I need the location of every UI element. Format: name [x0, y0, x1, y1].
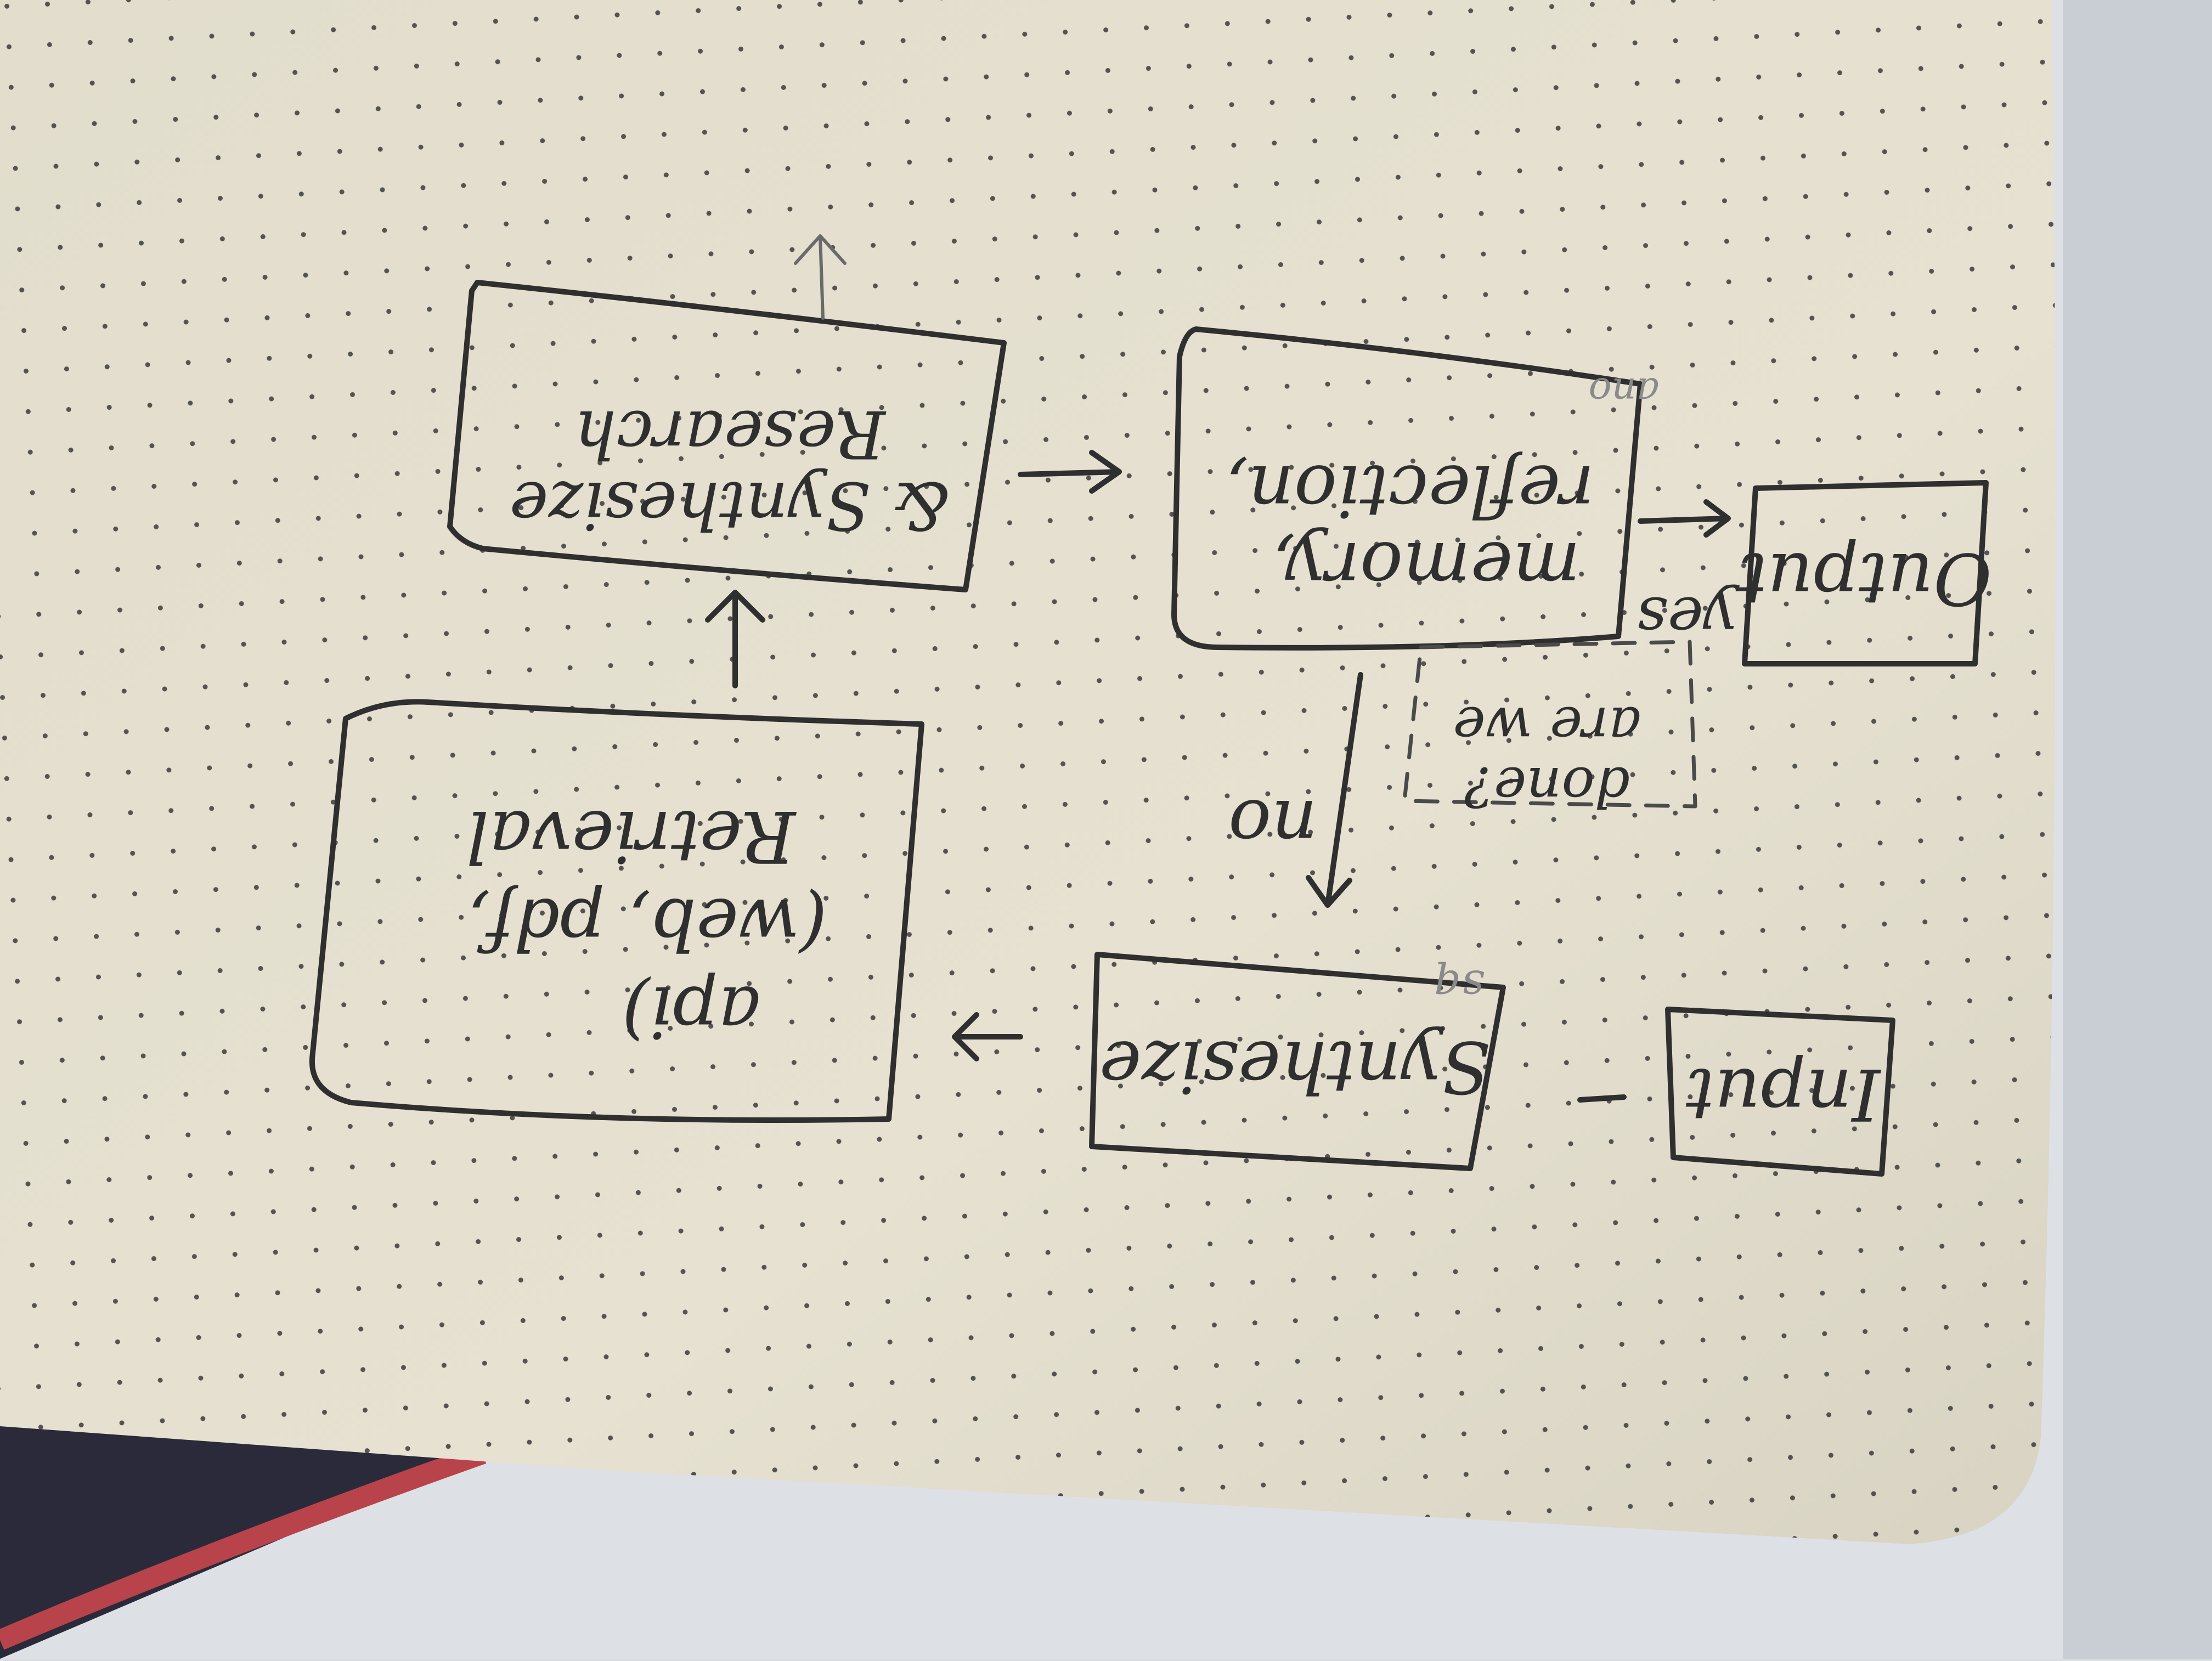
retrieval-box [309, 699, 924, 1123]
research-label-line1: Research [574, 396, 886, 472]
research-up-arrow [794, 234, 847, 320]
reflection-label-line2: memory, [1272, 526, 1580, 609]
retrieval-label-line3: api) [622, 970, 760, 1054]
synthesize-label: Synthesize [1099, 1025, 1491, 1109]
arrow-reflection-to-output [1638, 499, 1731, 538]
mat-red-edge [0, 1444, 487, 1650]
labels: Research & Synthesize reflection, memory… [466, 369, 1992, 1136]
dot-grid [0, 0, 2056, 1544]
output-box [1742, 480, 1989, 666]
research-box [447, 280, 1007, 592]
faint-note-ano: ano [1589, 369, 1660, 414]
research-label-line2: & Synthesize [510, 467, 950, 543]
decision-label-line2: done? [1464, 755, 1630, 819]
reflection-box [1171, 326, 1643, 651]
input-box [1665, 1007, 1895, 1177]
arrow-synthesize-to-retrieval [952, 1012, 1023, 1061]
input-label: Input [1685, 1053, 1881, 1136]
output-label: Output [1738, 537, 1991, 620]
faint-note-sq: sq [1434, 961, 1485, 1012]
synthesize-box [1089, 952, 1506, 1171]
reflection-label-line1: reflection, [1226, 449, 1595, 533]
decision-label-line1: are we [1453, 694, 1641, 759]
flowchart [309, 234, 1989, 1177]
arrow-research-to-reflection [1018, 450, 1122, 494]
retrieval-label-line2: (web, pdf, [467, 883, 827, 966]
arrow-reflection-down [1306, 672, 1363, 908]
edge-label-yes: yes [1637, 584, 1740, 654]
arrow-retrieval-to-research [705, 590, 765, 688]
desk-right-shadow [2063, 0, 2212, 1659]
retrieval-label-line1: Retrieval [466, 795, 797, 878]
decision-box [1402, 640, 1697, 809]
edge-label-no: no [1228, 784, 1317, 867]
arrow-input-to-synthesize [1577, 1094, 1627, 1103]
